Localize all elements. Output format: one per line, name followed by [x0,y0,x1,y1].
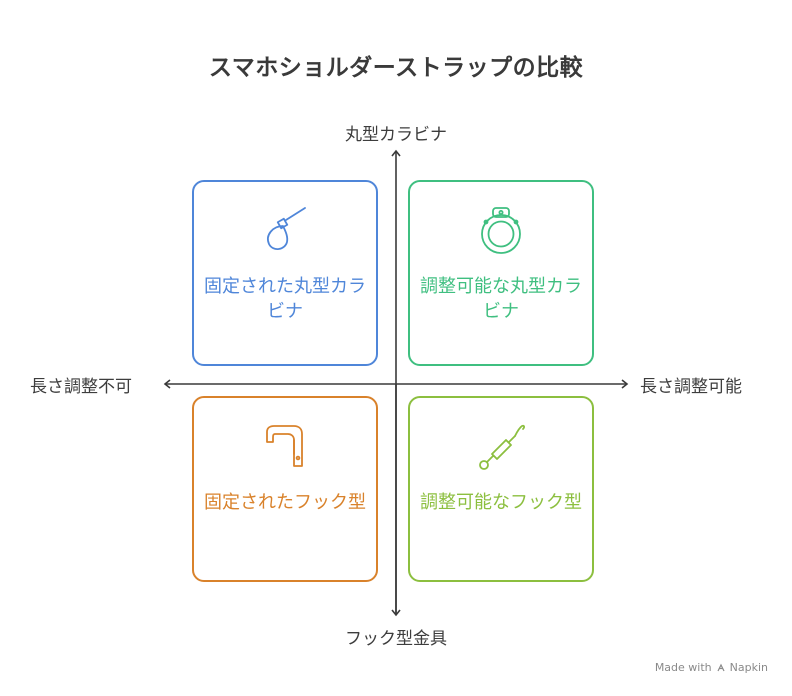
fixed-hook-icon [266,425,303,467]
round-carabiner-icon [267,207,306,250]
axis-label-bottom: フック型金具 [345,629,447,649]
napkin-logo-icon [717,663,725,671]
quadrant-label: 固定されたフック型 [204,492,366,513]
adjustable-hook-icon [479,424,525,470]
quadrant-adjustable-hook: 調整可能なフック型 [408,396,594,582]
quadrant-label: 固定された丸型カラビナ [204,276,366,322]
quadrant-fixed-hook: 固定されたフック型 [192,396,378,582]
axis-label-top: 丸型カラビナ [345,125,447,145]
quadrant-adjustable-round-carabiner: 調整可能な丸型カラビナ [408,180,594,366]
quadrant-label: 調整可能なフック型 [420,492,582,513]
axis-label-left: 長さ調整不可 [30,377,132,397]
quadrant-label: 調整可能な丸型カラビナ [420,276,582,322]
adjustable-carabiner-icon [481,207,521,254]
footer-brand: Napkin [729,661,768,674]
diagram-title: スマホショルダーストラップの比較 [208,55,584,81]
axis-label-right: 長さ調整可能 [640,377,742,397]
footer-credit[interactable]: Made with Napkin [655,661,768,674]
footer-made-with: Made with [654,661,712,674]
quadrant-fixed-round-carabiner: 固定された丸型カラビナ [192,180,378,366]
